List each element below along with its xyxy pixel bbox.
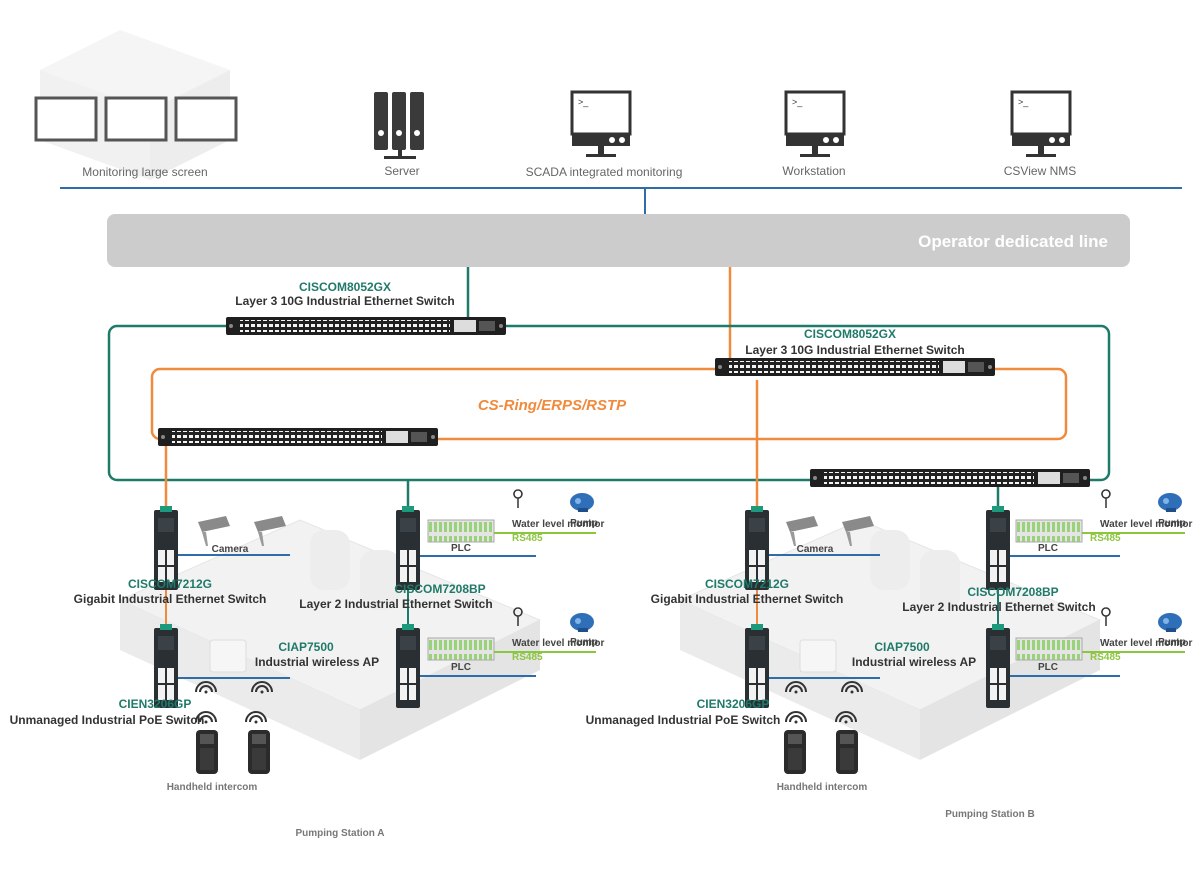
station-a-name: Pumping Station A (295, 828, 384, 839)
plc-device (1015, 519, 1083, 543)
screen-icon (34, 96, 238, 142)
camera-icon (198, 516, 230, 546)
poe-desc-b: Unmanaged Industrial PoE Switch (586, 713, 781, 727)
gigabit-desc-a: Gigabit Industrial Ethernet Switch (74, 592, 267, 606)
water-sensor-icon (513, 489, 523, 509)
handheld-intercom-icon (784, 730, 806, 774)
gigabit-desc-b: Gigabit Industrial Ethernet Switch (651, 592, 844, 606)
poe-model-b: CIEN3206GP (697, 697, 770, 711)
poe-model-a: CIEN3206GP (119, 697, 192, 711)
poe-switch-b (745, 624, 769, 708)
workstation: Workstation (782, 90, 846, 178)
plc-device (427, 519, 495, 543)
monitoring-large-screen: Monitoring large screen (34, 96, 238, 179)
csview-label: CSView NMS (1004, 164, 1076, 178)
ap-model-a: CIAP7500 (278, 640, 334, 654)
pump-icon (1158, 613, 1182, 632)
l2-model-a: CISCOM7208BP (394, 582, 485, 596)
water-level-label: Water level monitor (512, 638, 605, 649)
gigabit-model-a: CISCOM7212G (128, 577, 212, 591)
intercom-label: Handheld intercom (167, 782, 258, 793)
rs485-label: RS485 (1090, 652, 1121, 663)
operator-dedicated-line: Operator dedicated line (107, 214, 1130, 267)
aggregation-switch-a (158, 428, 438, 446)
intercom-label: Handheld intercom (777, 782, 868, 793)
poe-desc-a: Unmanaged Industrial PoE Switch (10, 713, 205, 727)
wifi-icon (245, 711, 267, 725)
wifi-icon (785, 711, 807, 725)
pump-label: Pump (570, 637, 598, 648)
handheld-intercom-icon (836, 730, 858, 774)
water-sensor-icon (1101, 489, 1111, 509)
pump-label: Pump (1158, 637, 1186, 648)
water-level-label: Water level monitor (1100, 519, 1193, 530)
monitor-icon (570, 90, 632, 159)
pump-label: Pump (570, 518, 598, 529)
core-switch-a-desc: Layer 3 10G Industrial Ethernet Switch (235, 294, 454, 308)
csview-nms: CSView NMS (1004, 90, 1076, 178)
core-switch-b-desc: Layer 3 10G Industrial Ethernet Switch (745, 343, 964, 357)
camera-label: Camera (212, 544, 249, 555)
plc-device (1015, 637, 1083, 661)
server: Server (374, 92, 424, 178)
plc-label: PLC (451, 662, 471, 673)
l2-model-b: CISCOM7208BP (967, 585, 1058, 599)
water-level-label: Water level monitor (512, 519, 605, 530)
orange-ring (150, 367, 1068, 441)
water-sensor-icon (1101, 607, 1111, 627)
camera-label: Camera (797, 544, 834, 555)
water-level-label: Water level monitor (1100, 638, 1193, 649)
l2-switch-b-top (986, 506, 1010, 590)
station-a: Camera CISCOM7212G Gigabit Industrial Et… (10, 446, 605, 839)
poe-switch-a (154, 624, 178, 708)
l2-switch-a-top (396, 506, 420, 590)
l2-desc-a: Layer 2 Industrial Ethernet Switch (299, 597, 492, 611)
plc-label: PLC (1038, 662, 1058, 673)
server-icon (374, 92, 424, 159)
monitoring-label: Monitoring large screen (82, 165, 207, 179)
operator-line-label: Operator dedicated line (918, 232, 1108, 251)
l2-switch-b-bottom (986, 624, 1010, 708)
scada-label: SCADA integrated monitoring (526, 165, 683, 179)
wireless-ap-b (799, 639, 837, 673)
pump-icon (1158, 493, 1182, 512)
teal-ring (107, 324, 1111, 482)
station-b-name: Pumping Station B (945, 809, 1034, 820)
aggregation-switch-b (810, 469, 1090, 487)
core-switch-b-model: CISCOM8052GX (804, 327, 896, 341)
rs485-label: RS485 (1090, 533, 1121, 544)
l2-desc-b: Layer 2 Industrial Ethernet Switch (902, 600, 1095, 614)
pump-icon (570, 493, 594, 512)
server-label: Server (384, 164, 419, 178)
scada-workstation: SCADA integrated monitoring (526, 90, 683, 179)
pump-icon (570, 613, 594, 632)
plc-label: PLC (451, 543, 471, 554)
core-switch-a: CISCOM8052GX Layer 3 10G Industrial Ethe… (226, 280, 506, 335)
ring-protocol-label: CS-Ring/ERPS/RSTP (478, 397, 627, 414)
station-b: Camera CISCOM7212G Gigabit Industrial Et… (586, 380, 1193, 820)
rs485-label: RS485 (512, 533, 543, 544)
handheld-intercom-icon (196, 730, 218, 774)
plc-device (427, 637, 495, 661)
monitor-icon (784, 90, 846, 159)
plc-label: PLC (1038, 543, 1058, 554)
core-switch-b: CISCOM8052GX Layer 3 10G Industrial Ethe… (715, 327, 995, 376)
gigabit-model-b: CISCOM7212G (705, 577, 789, 591)
handheld-intercom-icon (248, 730, 270, 774)
l2-switch-a-bottom (396, 624, 420, 708)
monitor-icon (1010, 90, 1072, 159)
rs485-label: RS485 (512, 652, 543, 663)
wireless-ap-a (209, 639, 247, 673)
core-switch-a-model: CISCOM8052GX (299, 280, 391, 294)
workstation-label: Workstation (782, 164, 845, 178)
ap-model-b: CIAP7500 (874, 640, 930, 654)
pump-label: Pump (1158, 518, 1186, 529)
ap-desc-b: Industrial wireless AP (852, 655, 976, 669)
ap-desc-a: Industrial wireless AP (255, 655, 379, 669)
